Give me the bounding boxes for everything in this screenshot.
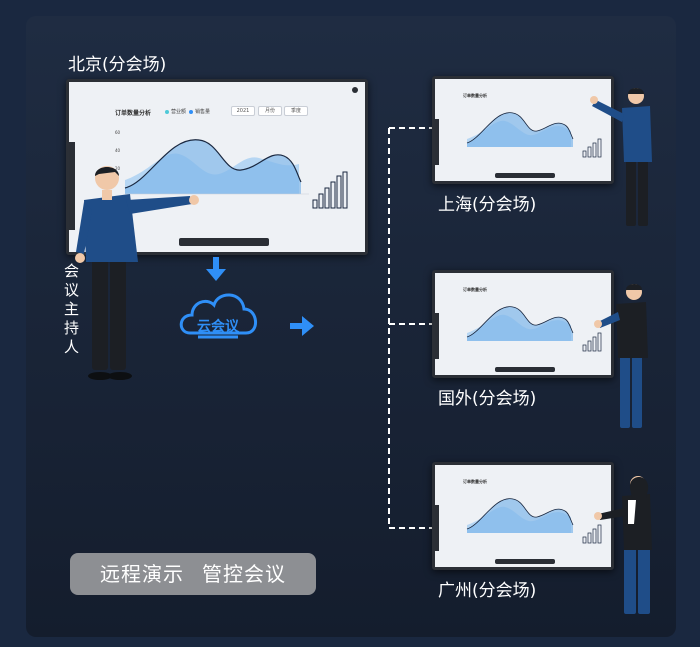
branch-label-guangzhou: 广州(分会场) xyxy=(438,581,537,601)
cloud-label: 云会议 xyxy=(197,319,239,335)
year-select[interactable]: 2021 xyxy=(231,106,255,116)
chart-title: 订单数量分析 xyxy=(463,287,487,292)
presenter-figure-overseas xyxy=(594,284,648,428)
cloud-icon xyxy=(179,293,257,339)
presenter-figure xyxy=(75,166,199,380)
y-tick: 40 xyxy=(115,148,121,153)
screen-toolbar xyxy=(179,238,269,246)
y-tick: 20 xyxy=(115,166,121,171)
chart-title: 订单数量分析 xyxy=(463,93,487,98)
legend-revenue: 营业额 xyxy=(165,108,186,115)
area-chart xyxy=(124,87,358,209)
presenter-figure-guangzhou xyxy=(594,476,652,614)
screen-toolbar xyxy=(495,173,555,178)
right-arrow-icon xyxy=(290,316,314,336)
badge-item-remote-demo: 远程演示 xyxy=(100,562,184,586)
y-tick: 60 xyxy=(115,130,121,135)
branch-label-overseas: 国外(分会场) xyxy=(438,389,537,409)
legend-sales: 销售量 xyxy=(189,108,210,115)
branch-label-shanghai: 上海(分会场) xyxy=(438,195,537,215)
host-label: 会议主持人 xyxy=(64,262,80,356)
branch-screen-overseas: 订单数量分析 xyxy=(432,270,614,378)
screen-sidebar xyxy=(435,313,439,359)
main-screen: 订单数量分析 营业额 销售量 2021 月份 季度 60 40 20 xyxy=(66,79,368,255)
period-select[interactable]: 月份 xyxy=(258,106,282,116)
screen-sidebar xyxy=(69,142,75,230)
screen-sidebar xyxy=(435,505,439,551)
branch-screen-guangzhou: 订单数量分析 xyxy=(432,462,614,570)
badge-item-meeting-control: 管控会议 xyxy=(202,562,286,586)
area-chart xyxy=(466,498,602,544)
down-arrow-icon xyxy=(206,257,226,281)
chart-title: 订单数量分析 xyxy=(463,479,487,484)
screen-toolbar xyxy=(495,367,555,372)
main-venue-title: 北京(分会场) xyxy=(68,55,167,75)
connector-lines xyxy=(388,127,435,529)
area-chart xyxy=(466,112,602,158)
area-chart xyxy=(466,306,602,352)
feature-badge: 远程演示管控会议 xyxy=(70,553,316,595)
presenter-figure-shanghai xyxy=(590,88,652,226)
screen-toolbar xyxy=(495,559,555,564)
type-select[interactable]: 季度 xyxy=(284,106,308,116)
screen-sidebar xyxy=(435,119,439,165)
branch-screen-shanghai: 订单数量分析 xyxy=(432,76,614,184)
chart-title: 订单数量分析 xyxy=(115,110,152,117)
